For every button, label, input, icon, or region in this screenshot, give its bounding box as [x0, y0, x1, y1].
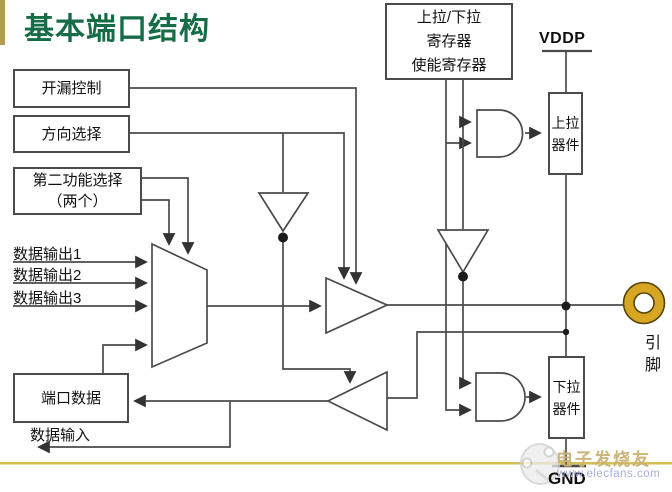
wire-altfunc-1: [141, 177, 195, 255]
label-data-input: 数据输入: [30, 427, 91, 444]
and-gate-bottom-icon: [475, 372, 526, 422]
wire-pull-select: [445, 80, 472, 417]
pin-pad-icon: [622, 281, 666, 325]
block-port-data: 端口数据: [13, 373, 129, 423]
wire-data-in: [37, 401, 231, 454]
inverter1-bubble: [278, 232, 288, 243]
inverter2-bubble: [458, 271, 468, 282]
wire-open-drain: [130, 87, 363, 285]
wire-portdata-feedback: [102, 338, 148, 373]
inverter2-icon: [436, 229, 490, 274]
inverter1-icon: [257, 192, 310, 233]
block-pull-register: 上拉/下拉 寄存器 使能寄存器: [385, 3, 513, 80]
label-data-output-1: 数据输出1: [13, 246, 82, 263]
watermark-logo-icon: [519, 443, 561, 485]
input-buffer-icon: [326, 370, 388, 432]
left-accent-bar: [0, 0, 5, 45]
junction-dot-input: [562, 328, 570, 336]
junction-dot-pad: [561, 301, 571, 311]
label-data-output-3: 数据输出3: [13, 290, 82, 307]
wire-inverter2-out: [459, 280, 472, 390]
mux-shape: [151, 242, 208, 369]
block-open-drain-control: 开漏控制: [13, 69, 130, 108]
wire-inverter1-out: [282, 242, 357, 384]
and-gate-top-icon: [476, 109, 524, 158]
block-alt-function-select: 第二功能选择 （两个）: [13, 167, 142, 215]
page-title: 基本端口结构: [24, 12, 210, 47]
block-direction-select: 方向选择: [13, 115, 130, 153]
wires: [13, 49, 624, 468]
label-pin: 引脚: [642, 334, 659, 378]
label-data-output-2: 数据输出2: [13, 267, 82, 284]
wire-direction: [130, 132, 351, 280]
block-pulldown-device: 下拉 器件: [548, 356, 585, 439]
output-buffer-icon: [325, 276, 390, 335]
label-gnd: GND: [548, 469, 586, 488]
label-vddp: VDDP: [539, 30, 586, 47]
bottom-rule: [0, 462, 672, 465]
watermark-site-name: 电子发烧友: [556, 450, 651, 469]
watermark-site-url: www.elecfans.com: [557, 468, 661, 480]
wire-input-tap: [387, 331, 566, 399]
wire-altfunc-2: [141, 199, 176, 246]
block-pullup-device: 上拉 器件: [548, 92, 583, 175]
